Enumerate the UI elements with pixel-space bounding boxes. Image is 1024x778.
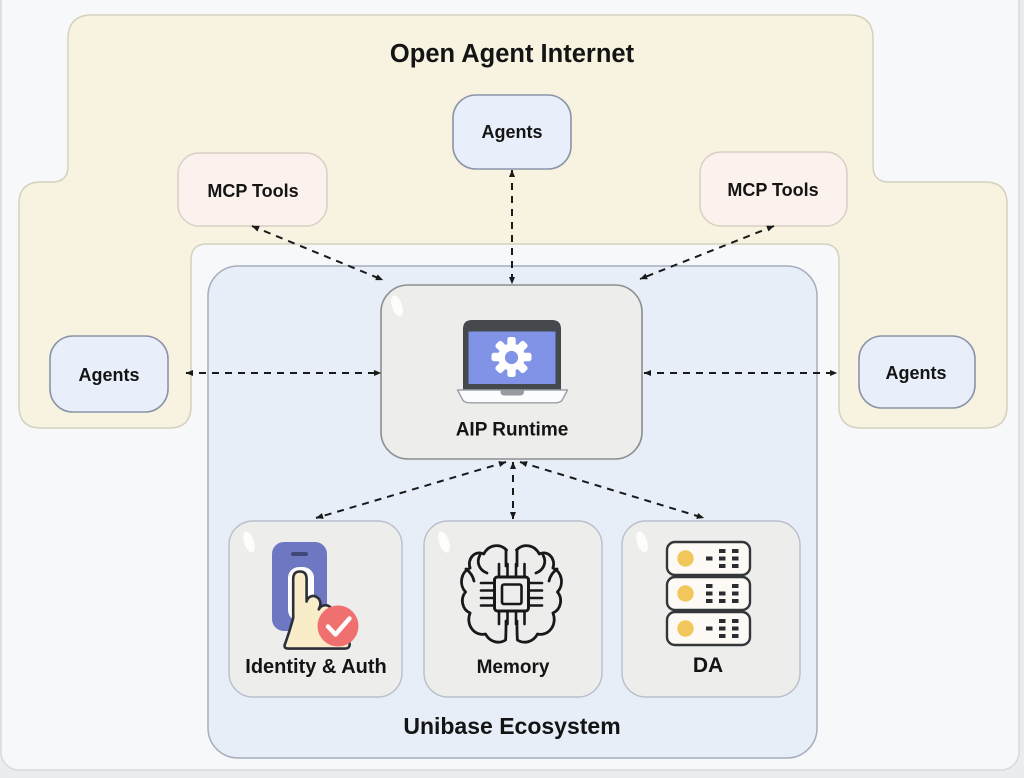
svg-text:AIP Runtime: AIP Runtime (456, 420, 569, 441)
svg-text:Identity & Auth: Identity & Auth (245, 656, 386, 678)
svg-text:Memory: Memory (477, 657, 550, 678)
svg-text:Open Agent Internet: Open Agent Internet (390, 40, 635, 68)
svg-text:Agents: Agents (885, 363, 946, 383)
svg-text:MCP Tools: MCP Tools (207, 181, 298, 201)
svg-text:Agents: Agents (481, 122, 542, 142)
svg-text:MCP Tools: MCP Tools (727, 180, 818, 200)
svg-text:DA: DA (693, 654, 723, 677)
svg-text:Unibase Ecosystem: Unibase Ecosystem (403, 713, 620, 739)
svg-text:Agents: Agents (78, 365, 139, 385)
